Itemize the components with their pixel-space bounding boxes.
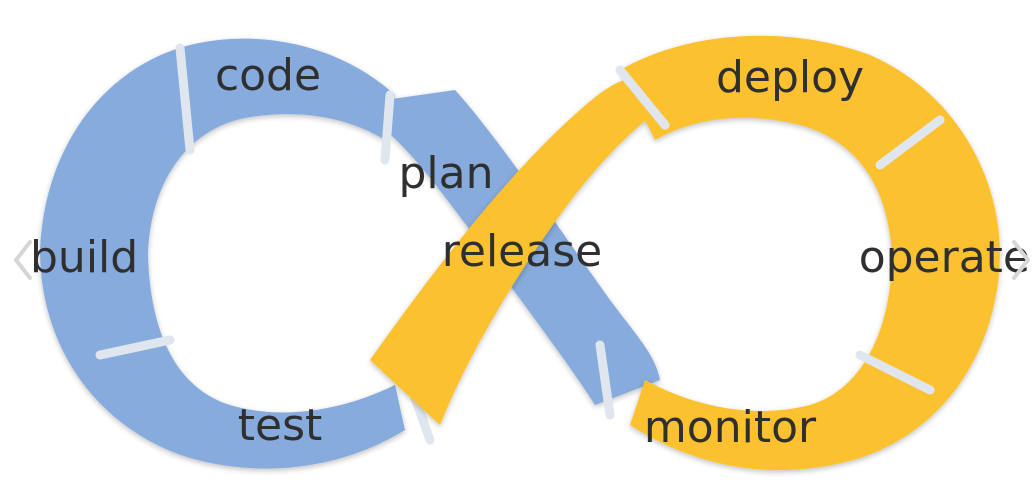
stage-label-operate: operate: [859, 232, 1030, 283]
ops-crossing-band: [370, 78, 675, 425]
stage-label-build: build: [30, 232, 138, 283]
stage-label-plan: plan: [398, 148, 493, 199]
stage-label-monitor: monitor: [644, 402, 817, 453]
ops-loop-seams: [595, 65, 945, 420]
seam-operate-monitor: [855, 350, 935, 395]
stage-label-release: release: [442, 226, 602, 277]
dev-loop-seams: [95, 43, 435, 445]
seam-deploy-operate: [875, 115, 945, 170]
prev-image-button[interactable]: [8, 235, 38, 285]
chevron-right-icon: [1012, 240, 1030, 280]
stage-label-test: test: [238, 400, 323, 451]
chevron-left-icon: [14, 240, 32, 280]
seam-code-build: [175, 43, 195, 155]
seam-monitor-plan: [595, 340, 615, 420]
stage-label-deploy: deploy: [716, 52, 864, 103]
seam-code-plan: [380, 90, 395, 165]
next-image-button[interactable]: [1004, 235, 1034, 285]
dev-loop-ring: [40, 38, 405, 469]
seam-build-test: [95, 335, 175, 360]
seam-release-deploy: [615, 65, 670, 130]
stage-label-code: code: [215, 50, 321, 101]
watermark-text: CSDN @2301_81991741: [845, 474, 1030, 493]
